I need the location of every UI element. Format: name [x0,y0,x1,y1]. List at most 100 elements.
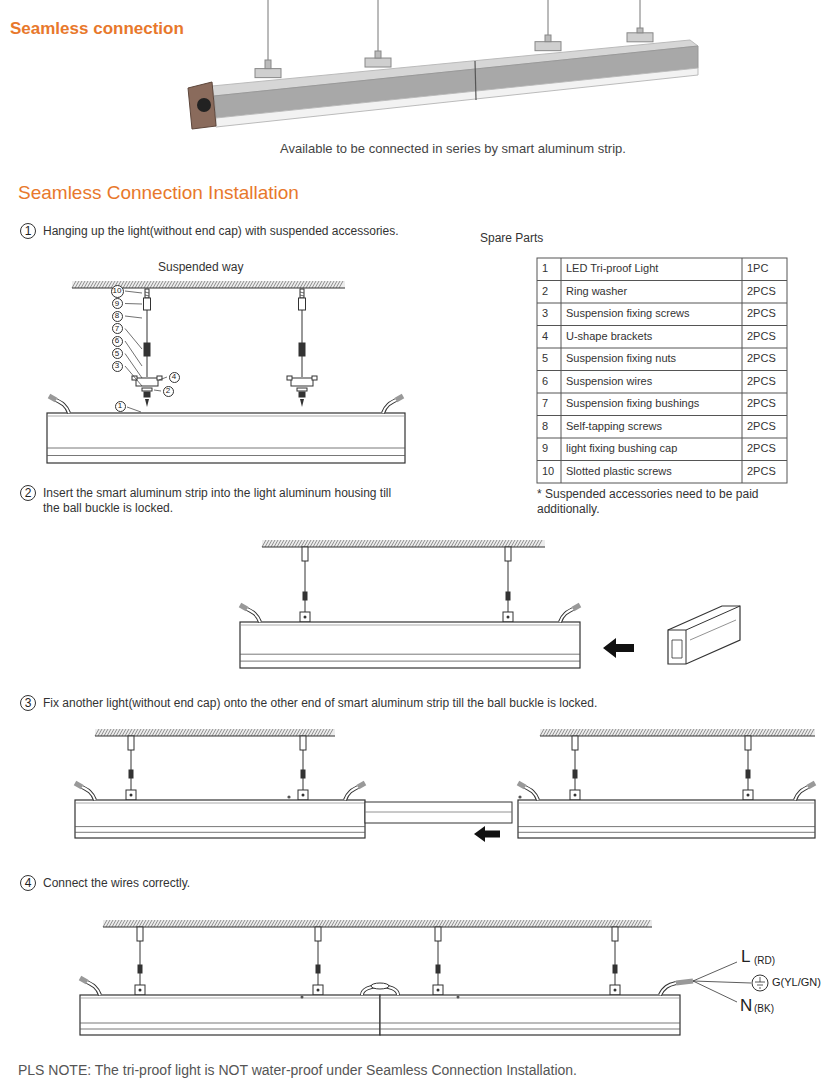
callout-number: 10 [111,285,124,298]
ceiling-bushing [137,927,143,941]
bracket-screw [304,616,307,619]
label-slot: Suspension wires [566,375,652,389]
cable-gland [197,98,211,112]
bracket-screw [507,616,510,619]
number-text: 1 [25,225,32,237]
ball-buckle [287,795,290,798]
light-diffuser [216,68,698,127]
fixing-nut [144,392,150,397]
ceiling-line [540,735,815,736]
table-cell: 2PCS [747,397,776,411]
fixing-nut [299,392,305,397]
diffuser-line [75,832,365,833]
suspension-wire [302,356,303,377]
table-cell: 2PCS [747,442,776,456]
table-col-line [561,258,562,483]
suspension-hanger [126,736,136,800]
suspension-hanger [300,547,310,622]
table-cell: Suspension fixing nuts [566,352,676,366]
cable-core [56,400,69,413]
suspension-wire [615,941,616,985]
ground-symbol [752,975,768,991]
label-slot: 2PCS [747,307,776,321]
number-text: 5 [115,350,119,358]
housing-edge [47,416,405,417]
leader-line [125,291,142,293]
label-slot: 2PCS [747,397,776,411]
table-heading: Spare Parts [480,231,543,246]
screw-thread [145,295,149,296]
suspension-kit [287,289,317,407]
hatch-line [538,540,542,547]
step-text: Hanging up the light(without end cap) wi… [43,224,399,239]
cable-core [525,787,538,800]
label-slot: Connect the wires correctly. [43,876,190,891]
callout-number: 7 [112,323,123,334]
cable-outline [345,787,358,800]
cable-core [82,787,95,800]
bracket-screw [614,989,617,992]
diffuser-line [380,1023,680,1024]
table-cell: U-shape brackets [566,330,652,344]
parts-table [537,258,787,483]
strip-groove [365,812,512,813]
hanger-clamp [627,33,653,42]
hanger-post [375,51,381,58]
cable-core [660,983,676,995]
label-slot: 2PCS [747,375,776,389]
diffuser-line [518,826,815,827]
u-bracket [433,985,443,995]
label-slot: 2 [542,285,548,299]
diffuser-line [240,654,580,655]
neutral-wire [693,981,737,1002]
label-slot: light fixing bushing cap [566,442,677,456]
label-slot: 8 [542,420,548,434]
cable-core [87,982,100,995]
end-cap [188,82,216,129]
light-housing [75,800,365,838]
label-slot: 5 [542,352,548,366]
number-text: 7 [115,325,119,333]
step-number: 3 [20,695,36,711]
ceiling-hatch [103,920,652,927]
fixing-screw [145,399,149,407]
ground-bar [755,982,765,983]
number-text: 2 [166,387,170,395]
table-row-line [537,348,787,349]
led-light [47,396,405,463]
ground-stem [760,977,761,982]
ceiling-band [540,729,815,736]
hatch-line [329,729,333,736]
figure-label: Suspended way [158,260,243,275]
suspension-hanger [503,547,513,622]
diffuser-line [47,448,405,449]
number-text: 10 [113,287,122,295]
light-housing [80,995,380,1035]
label-slot: Ring washer [566,285,627,299]
housing-edge [240,625,580,626]
callout-number: 4 [169,372,180,383]
label-slot: LED Tri-proof Light [566,262,658,276]
label-slot: G(YL/GN) [772,976,821,990]
number-text: 6 [115,337,119,345]
callout-number: 5 [112,348,123,359]
table-cell: Ring washer [566,285,627,299]
table-row-line [537,460,787,461]
table-cell: light fixing bushing cap [566,442,677,456]
wire-label: L [741,946,750,967]
led-light [380,995,680,1035]
direction-arrow [603,638,634,658]
step-number: 4 [20,875,36,891]
number-text: 8 [115,312,119,320]
ceiling-hatch [95,729,335,736]
wire-bushing [138,965,142,973]
live-wire [693,962,737,981]
table-cell: 7 [542,397,548,411]
suspension-wire [318,941,319,985]
diffuser-line [80,1023,380,1024]
housing-edge [80,998,380,999]
table-cell: LED Tri-proof Light [566,262,658,276]
table-cell: 2PCS [747,352,776,366]
cable-outline [560,609,573,622]
